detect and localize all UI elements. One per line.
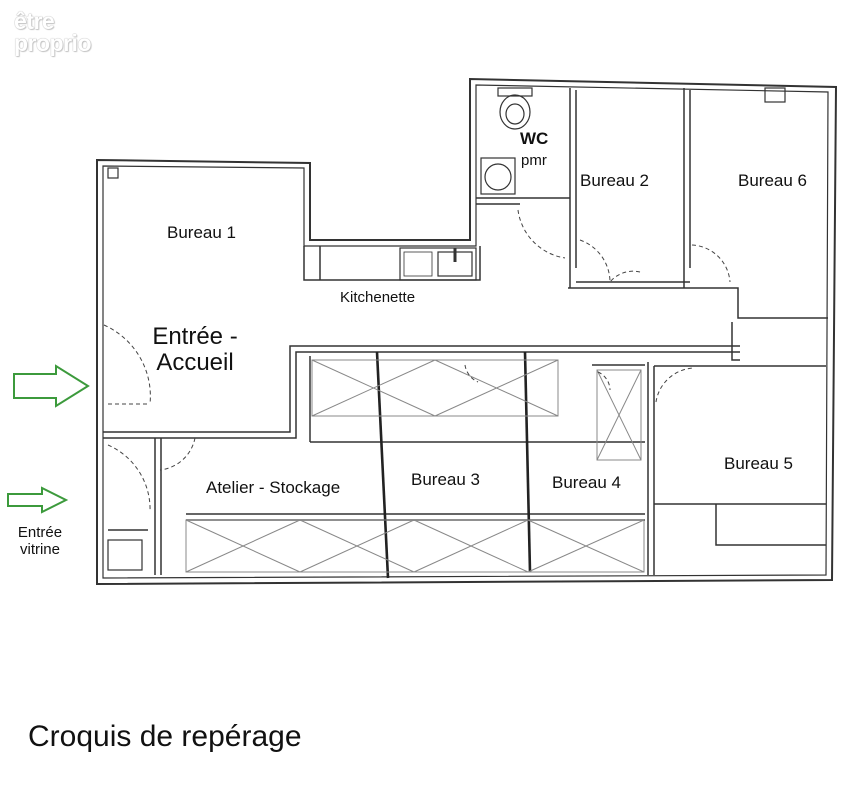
room-label-bureau-3: Bureau 3 — [411, 470, 480, 489]
room-label-bureau-6: Bureau 6 — [738, 171, 807, 190]
room-label-bureau-4: Bureau 4 — [552, 473, 621, 492]
door-swings — [103, 209, 731, 513]
watermark-logo: être proprio — [14, 8, 92, 56]
entrance-arrows — [7, 364, 90, 514]
room-label-wc: WC — [520, 129, 549, 148]
entrance-vitrine-line2: vitrine — [19, 540, 60, 558]
plan-caption: Croquis de repérage — [28, 720, 302, 753]
entree-accueil-line2: Accueil — [156, 349, 234, 377]
room-label-entree-accueil: Entrée - Accueil — [140, 323, 250, 377]
interior-walls — [103, 88, 828, 575]
room-label-wc-sub: pmr — [521, 152, 547, 169]
cross-hatch-storage — [185, 359, 645, 573]
outer-walls — [96, 77, 838, 586]
watermark-line1: être — [14, 8, 55, 34]
watermark-line2: proprio — [14, 30, 92, 56]
room-label-bureau-1: Bureau 1 — [167, 223, 236, 242]
thick-partitions — [375, 351, 532, 579]
fixtures — [107, 87, 786, 571]
room-label-bureau-2: Bureau 2 — [580, 171, 649, 190]
entree-accueil-line1: Entrée - — [152, 323, 238, 350]
room-label-bureau-5: Bureau 5 — [724, 454, 793, 473]
entrance-label-vitrine: Entrée vitrine — [4, 524, 76, 558]
room-label-kitchenette: Kitchenette — [340, 289, 416, 306]
room-label-atelier-stockage: Atelier - Stockage — [206, 478, 341, 497]
entrance-vitrine-line1: Entrée — [17, 524, 63, 541]
